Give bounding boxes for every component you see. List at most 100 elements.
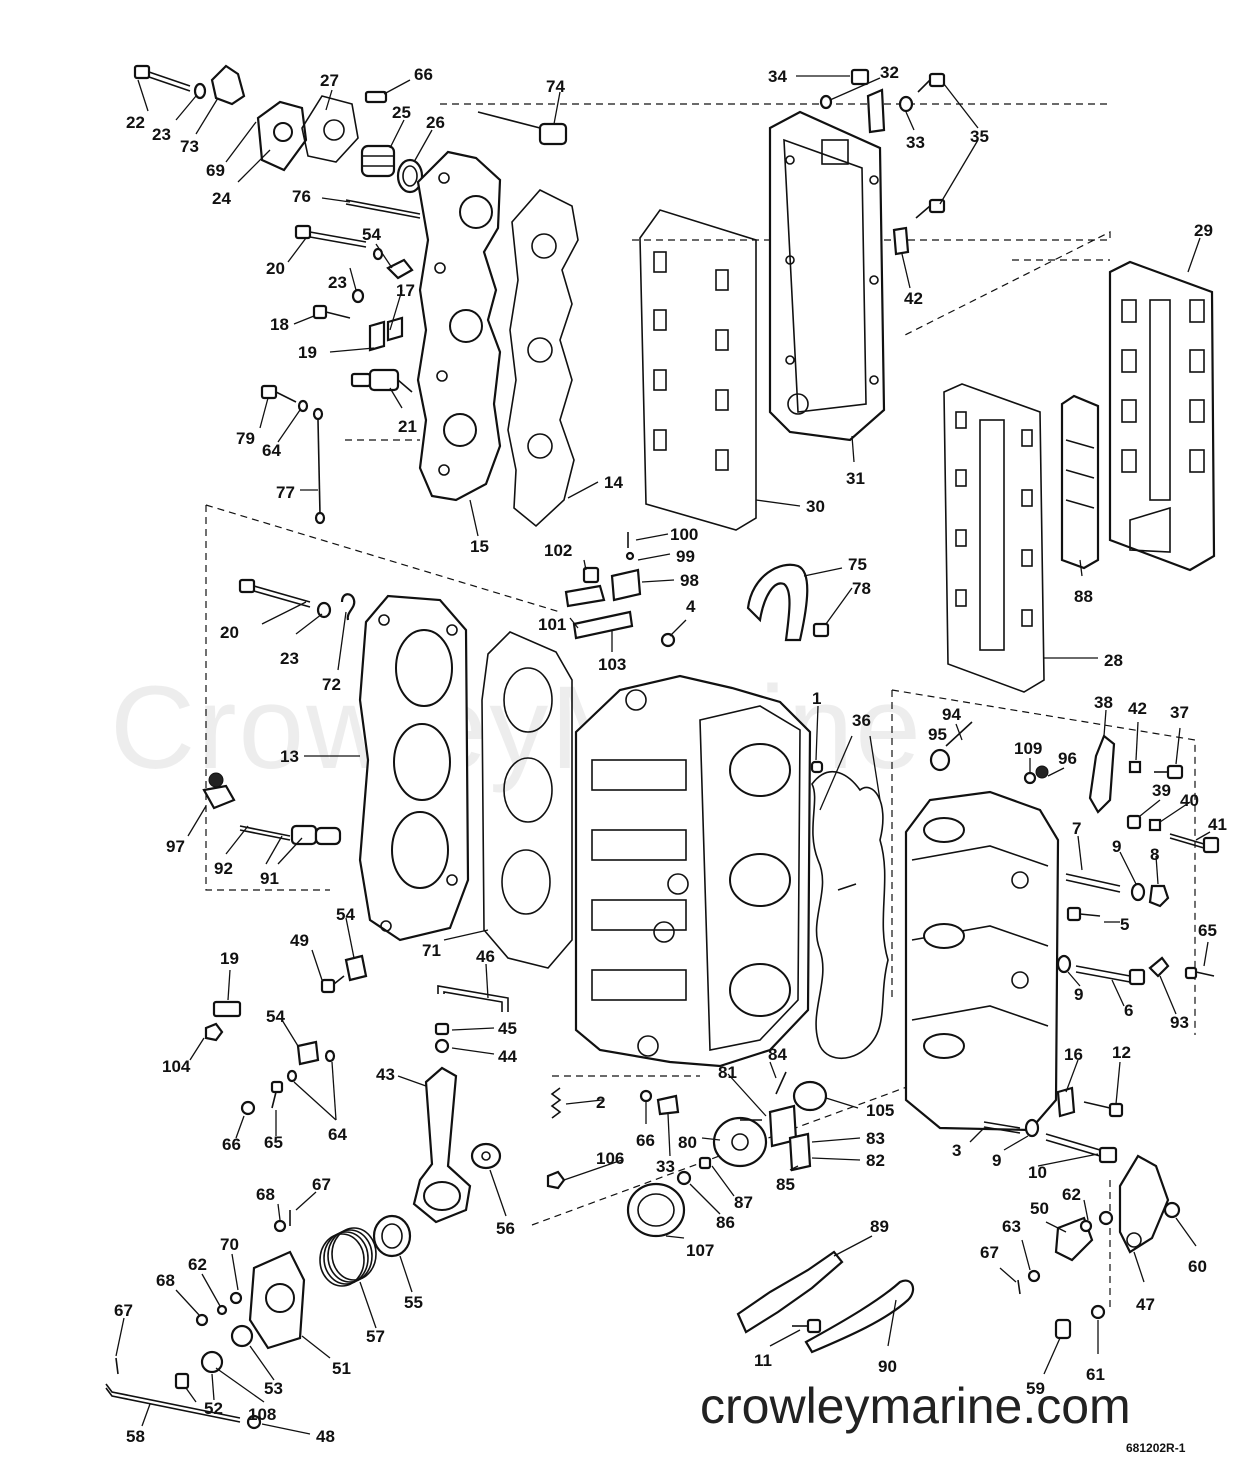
callout-9: 9 [1112,837,1121,856]
callout-84: 84 [768,1045,787,1064]
callout-9: 9 [1074,985,1083,1004]
callout-19: 19 [220,949,239,968]
callout-labels: 22 23 73 69 24 27 66 25 26 74 34 32 33 3… [114,63,1227,1446]
callout-90: 90 [878,1357,897,1376]
callout-109: 109 [1014,739,1042,758]
callout-57: 57 [366,1327,385,1346]
callout-29: 29 [1194,221,1213,240]
callout-97: 97 [166,837,185,856]
callout-45: 45 [498,1019,517,1038]
callout-64: 64 [262,441,281,460]
callout-103: 103 [598,655,626,674]
callout-41: 41 [1208,815,1227,834]
callout-24: 24 [212,189,231,208]
callout-31: 31 [846,469,865,488]
callout-43: 43 [376,1065,395,1084]
callout-47: 47 [1136,1295,1155,1314]
callout-25: 25 [392,103,411,122]
callout-66: 66 [636,1131,655,1150]
callout-60: 60 [1188,1257,1207,1276]
callout-53: 53 [264,1379,283,1398]
callout-100: 100 [670,525,698,544]
callout-108: 108 [248,1405,276,1424]
seal-strip-36 [811,770,889,1059]
plate-gasket-28 [943,383,1045,693]
callout-11: 11 [754,1351,772,1370]
callout-54: 54 [362,225,381,244]
throttle-lever-43 [105,1066,680,1430]
callout-102: 102 [544,541,572,560]
callout-39: 39 [1152,781,1171,800]
callout-80: 80 [678,1133,697,1152]
callout-71: 71 [422,941,441,960]
exhaust-plate-29 [1108,260,1216,572]
callout-98: 98 [680,571,699,590]
baffle-88 [1060,394,1100,570]
callout-42: 42 [904,289,923,308]
callout-9: 9 [992,1151,1001,1170]
crankcase-block [574,632,824,1068]
left-hardware [202,578,509,1116]
callout-69: 69 [206,161,225,180]
callout-5: 5 [1120,915,1129,934]
callout-78: 78 [852,579,871,598]
callout-93: 93 [1170,1013,1189,1032]
callout-99: 99 [676,547,695,566]
callout-65: 65 [264,1133,283,1152]
throttle-bracket [564,532,642,640]
callout-65: 65 [1198,921,1217,940]
callout-63: 63 [1002,1217,1021,1236]
callout-17: 17 [396,281,415,300]
callout-28: 28 [1104,651,1123,670]
callout-64: 64 [328,1125,347,1144]
callout-21: 21 [398,417,417,436]
callout-95: 95 [928,725,947,744]
callout-12: 12 [1112,1043,1131,1062]
callout-104: 104 [162,1057,191,1076]
callout-20: 20 [220,623,239,642]
callout-73: 73 [180,137,199,156]
callout-67: 67 [114,1301,133,1320]
callout-46: 46 [476,947,495,966]
callout-61: 61 [1086,1365,1105,1384]
callout-32: 32 [880,63,899,82]
callout-83: 83 [866,1129,885,1148]
crankcase-right [904,721,1060,1132]
callout-14: 14 [604,473,623,492]
exhaust-gasket-30 [639,209,757,531]
callout-19: 19 [298,343,317,362]
callout-37: 37 [1170,703,1189,722]
callout-42: 42 [1128,699,1147,718]
callout-87: 87 [734,1193,753,1212]
callout-51: 51 [332,1359,351,1378]
callout-23: 23 [328,273,347,292]
lever-47 [1017,1154,1181,1340]
callout-74: 74 [546,77,565,96]
callout-13: 13 [280,747,299,766]
drawing-code: 681202R-1 [1126,1441,1186,1455]
callout-23: 23 [280,649,299,668]
callout-75: 75 [848,555,867,574]
callout-18: 18 [270,315,289,334]
callout-68: 68 [156,1271,175,1290]
cylinder-head-15 [416,150,502,502]
callout-70: 70 [220,1235,239,1254]
callout-59: 59 [1026,1379,1045,1398]
callout-8: 8 [1150,845,1159,864]
exhaust-cover-31 [768,68,946,442]
callout-88: 88 [1074,587,1093,606]
callout-107: 107 [686,1241,714,1260]
callout-82: 82 [866,1151,885,1170]
callout-40: 40 [1180,791,1199,810]
callout-35: 35 [970,127,989,146]
callout-58: 58 [126,1427,145,1446]
callout-105: 105 [866,1101,894,1120]
callout-27: 27 [320,71,339,90]
callout-89: 89 [870,1217,889,1236]
website-watermark: crowleymarine.com [700,1378,1131,1434]
callout-48: 48 [316,1427,335,1446]
callout-106: 106 [596,1149,624,1168]
callout-3: 3 [952,1141,961,1160]
callout-6: 6 [1124,1001,1133,1020]
